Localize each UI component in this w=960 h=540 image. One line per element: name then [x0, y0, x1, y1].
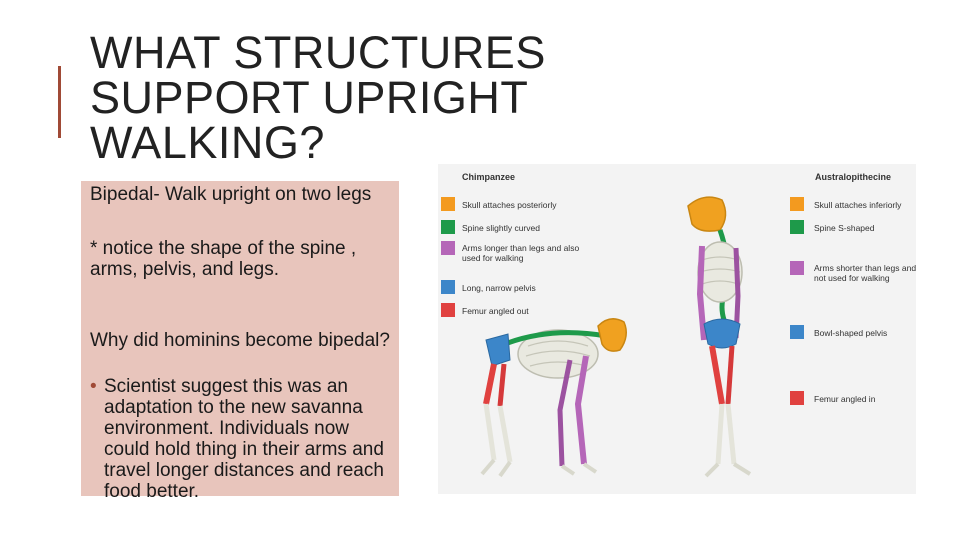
bullet-marker: • — [90, 376, 97, 397]
skeleton-comparison-figure: Chimpanzee Australopithecine Skull attac… — [438, 164, 916, 494]
purple-swatch — [790, 261, 804, 275]
green-swatch — [441, 220, 455, 234]
blue-swatch — [790, 325, 804, 339]
blue-swatch — [441, 280, 455, 294]
title-line-1: WHAT STRUCTURES — [90, 27, 546, 78]
slide-title: WHAT STRUCTURES SUPPORT UPRIGHT WALKING? — [90, 30, 650, 165]
bullet-item: • Scientist suggest this was an adaptati… — [90, 376, 395, 502]
purple-swatch — [441, 241, 455, 255]
legend-label: Long, narrow pelvis — [462, 283, 536, 293]
red-swatch — [441, 303, 455, 317]
legend-label: Femur angled out — [462, 306, 529, 316]
legend-label: Femur angled in — [814, 394, 876, 404]
orange-swatch — [441, 197, 455, 211]
red-swatch — [790, 391, 804, 405]
orange-swatch — [790, 197, 804, 211]
legend-label: Arms longer than legs and also used for … — [462, 243, 580, 263]
legend-label: Arms shorter than legs and not used for … — [814, 263, 917, 283]
title-line-2: SUPPORT UPRIGHT — [90, 72, 529, 123]
legend-label: Skull attaches inferiorly — [814, 200, 902, 210]
green-swatch — [790, 220, 804, 234]
skeleton-illustration — [480, 196, 752, 478]
notice-note: * notice the shape of the spine , arms, … — [90, 238, 357, 280]
title-accent-bar — [58, 66, 61, 138]
australopithecine-skeleton — [687, 196, 752, 478]
bipedal-definition: Bipedal- Walk upright on two legs — [90, 184, 372, 205]
legend-label: Spine S-shaped — [814, 223, 875, 233]
chimpanzee-skeleton — [480, 318, 627, 478]
chimpanzee-heading: Chimpanzee — [462, 172, 516, 182]
title-line-3: WALKING? — [90, 117, 325, 168]
legend-label: Spine slightly curved — [462, 223, 540, 233]
bullet-text: Scientist suggest this was an adaptation… — [104, 376, 384, 502]
legend-label: Skull attaches posteriorly — [462, 200, 557, 210]
legend-label: Bowl-shaped pelvis — [814, 328, 888, 338]
question-text: Why did hominins become bipedal? — [90, 330, 390, 351]
australopithecine-heading: Australopithecine — [815, 172, 892, 182]
text-panel-background — [81, 181, 399, 496]
